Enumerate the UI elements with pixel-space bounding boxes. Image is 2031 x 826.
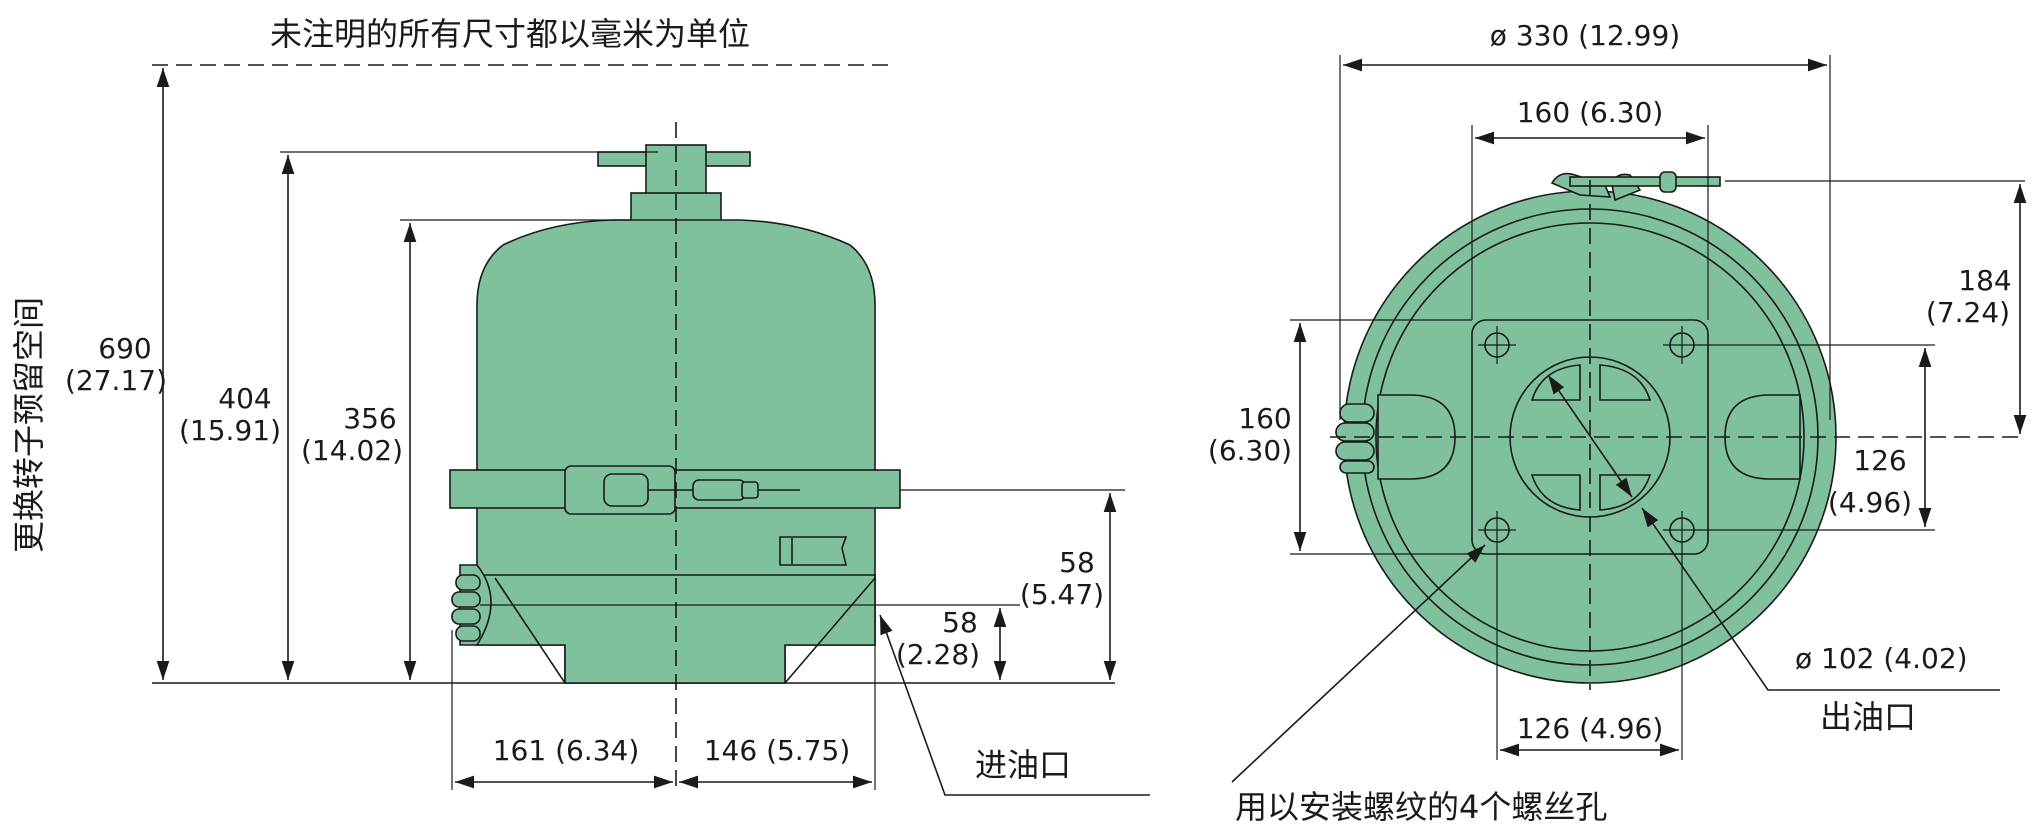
dim-146: 146 (5.75) — [704, 734, 851, 767]
outlet-leader — [1641, 507, 2000, 691]
top-clamp-pin — [1659, 171, 1677, 193]
clamp-pin-end — [741, 481, 759, 499]
inlet-nut-1 — [455, 574, 481, 591]
dim-330: ø 330 (12.99) — [1490, 19, 1680, 52]
mount-hole-bl — [1478, 511, 1516, 549]
mount-hole-tl — [1478, 326, 1516, 364]
dim-690-in: (27.17) — [65, 364, 167, 397]
sight-window — [779, 536, 848, 566]
dim-102: ø 102 (4.02) — [1795, 642, 1968, 675]
clamp-pin — [692, 479, 746, 501]
inlet-nut-3 — [451, 608, 481, 625]
mount-hole-tr — [1663, 326, 1701, 364]
dim-58b-mm: 58 — [942, 606, 978, 639]
dim-404-mm: 404 — [218, 382, 271, 415]
top-clamp-rod — [1569, 176, 1721, 187]
dim-160v-in: (6.30) — [1208, 434, 1292, 467]
top-inlet-nut-3 — [1335, 441, 1375, 461]
dim-184-mm: 184 — [1958, 264, 2011, 297]
side-view: 未注明的所有尺寸都以毫米为单位 更换转子预留空间 — [10, 15, 1150, 796]
dim-126h: 126 (4.96) — [1517, 712, 1664, 745]
dim-126v-in: (4.96) — [1828, 486, 1912, 519]
inlet-label: 进油口 — [975, 746, 1071, 784]
inlet-leader — [879, 614, 1150, 796]
mount-holes-leader — [1231, 544, 1486, 783]
dim-58a-mm: 58 — [1059, 546, 1095, 579]
top-view: ø 330 (12.99) 160 (6.30) 160 (6.30) 184 … — [1208, 19, 2027, 826]
dim-58a-in: (5.47) — [1020, 578, 1104, 611]
dim-126v-mm: 126 — [1853, 444, 1906, 477]
units-note: 未注明的所有尺寸都以毫米为单位 — [270, 15, 750, 53]
dim-356-in: (14.02) — [301, 434, 403, 467]
cone-left — [494, 577, 566, 684]
clamp-knob — [603, 473, 649, 507]
dim-160h: 160 (6.30) — [1517, 96, 1664, 129]
dim-161: 161 (6.34) — [493, 734, 640, 767]
mount-hole-br — [1663, 511, 1701, 549]
mount-holes-label: 用以安装螺纹的4个螺丝孔 — [1235, 788, 1607, 826]
outlet-label: 出油口 — [1820, 698, 1916, 736]
dim-102-line — [1547, 374, 1633, 498]
top-inlet-nut-4 — [1339, 460, 1375, 474]
dim-184-in: (7.24) — [1926, 296, 2010, 329]
cone-right — [784, 577, 876, 684]
dim-404-in: (15.91) — [179, 414, 281, 447]
dim-160v-mm: 160 — [1238, 402, 1291, 435]
inlet-nut-2 — [451, 591, 481, 608]
service-space-label: 更换转子预留空间 — [10, 297, 48, 553]
top-inlet-nut-1 — [1339, 403, 1375, 423]
top-inlet-nut-2 — [1335, 422, 1375, 442]
inlet-nut-4 — [455, 625, 481, 642]
dim-690-mm: 690 — [98, 332, 151, 365]
dim-356-mm: 356 — [343, 402, 396, 435]
dim-58b-in: (2.28) — [896, 638, 980, 671]
